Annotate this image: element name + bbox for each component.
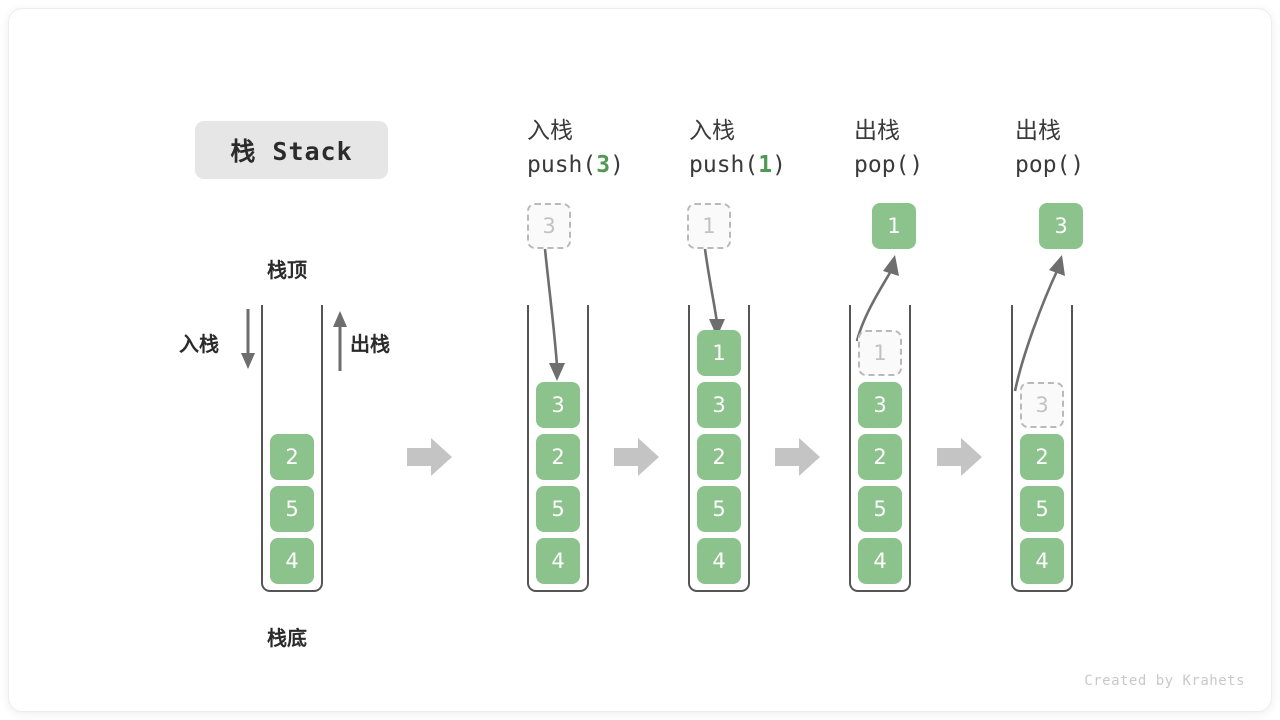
stack-cell: 4 [697, 538, 741, 584]
code-prefix: push( [689, 152, 759, 178]
code-prefix: push( [527, 152, 597, 178]
column-header-code: pop() [854, 148, 1024, 182]
push-direction-arrow-icon [241, 309, 255, 369]
step-arrow-icon [937, 438, 982, 476]
stack-cell: 5 [697, 486, 741, 532]
push-motion-arrow-icon [543, 248, 565, 381]
stack-cell: 3 [858, 382, 902, 428]
stack-cell: 2 [858, 434, 902, 480]
floating-ghost-cell: 1 [687, 203, 731, 249]
column-header-title: 出栈 [1015, 118, 1061, 144]
stack-cell: 2 [536, 434, 580, 480]
stack-cell-ghost: 1 [858, 330, 902, 376]
stack-cell: 5 [536, 486, 580, 532]
stack-cell: 4 [536, 538, 580, 584]
column-header-pop-1: 出栈 pop() [854, 114, 1024, 182]
stack-frame-initial [261, 305, 323, 592]
stack-cell: 3 [697, 382, 741, 428]
stack-cell: 5 [1020, 486, 1064, 532]
step-arrow-icon [775, 438, 820, 476]
diagram-card: 栈 Stack 栈顶 栈底 入栈 出栈 2 5 4 入栈 push(3) 3 3… [8, 8, 1272, 712]
stack-cell: 2 [697, 434, 741, 480]
stack-cell: 2 [270, 434, 314, 480]
stack-cell: 4 [270, 538, 314, 584]
stack-frame-push-1 [688, 305, 750, 592]
code-argument: 1 [758, 152, 773, 178]
column-header-title: 入栈 [527, 118, 573, 144]
code-suffix: ) [1070, 152, 1085, 178]
stack-cell: 2 [1020, 434, 1064, 480]
stack-frame-pop-1 [849, 305, 911, 592]
stack-top-label: 栈顶 [267, 258, 307, 282]
diagram-title-chip: 栈 Stack [195, 121, 388, 179]
push-motion-arrow-icon [703, 248, 725, 337]
push-direction-label: 入栈 [179, 332, 219, 356]
code-suffix: ) [610, 152, 624, 178]
code-prefix: pop( [854, 152, 910, 178]
popped-cell: 1 [872, 203, 916, 249]
column-header-title: 入栈 [689, 118, 735, 144]
pop-direction-arrow-icon [333, 311, 347, 371]
code-prefix: pop( [1015, 152, 1071, 178]
popped-cell: 3 [1039, 203, 1083, 249]
step-arrow-icon [614, 438, 659, 476]
stack-cell: 4 [858, 538, 902, 584]
code-suffix: ) [909, 152, 924, 178]
code-suffix: ) [772, 152, 786, 178]
stack-cell: 5 [858, 486, 902, 532]
stack-cell: 3 [536, 382, 580, 428]
step-arrow-icon [407, 438, 452, 476]
column-header-code: push(3) [527, 148, 697, 182]
column-header-code: push(1) [689, 148, 859, 182]
stack-frame-push-3 [527, 305, 589, 592]
pop-direction-label: 出栈 [350, 332, 390, 356]
stack-cell: 4 [1020, 538, 1064, 584]
stack-bottom-label: 栈底 [267, 626, 307, 650]
stack-frame-pop-3 [1011, 305, 1073, 592]
floating-ghost-cell: 3 [527, 203, 571, 249]
column-header-push-1: 入栈 push(1) [689, 114, 859, 182]
column-header-push-3: 入栈 push(3) [527, 114, 697, 182]
credit-text: Created by Krahets [1084, 673, 1245, 689]
column-header-title: 出栈 [854, 118, 900, 144]
stack-cell: 1 [697, 330, 741, 376]
stack-cell: 5 [270, 486, 314, 532]
stack-cell-ghost: 3 [1020, 382, 1064, 428]
column-header-pop-3: 出栈 pop() [1015, 114, 1185, 182]
column-header-code: pop() [1015, 148, 1185, 182]
code-argument: 3 [596, 152, 611, 178]
pop-motion-arrow-icon [1013, 255, 1065, 392]
